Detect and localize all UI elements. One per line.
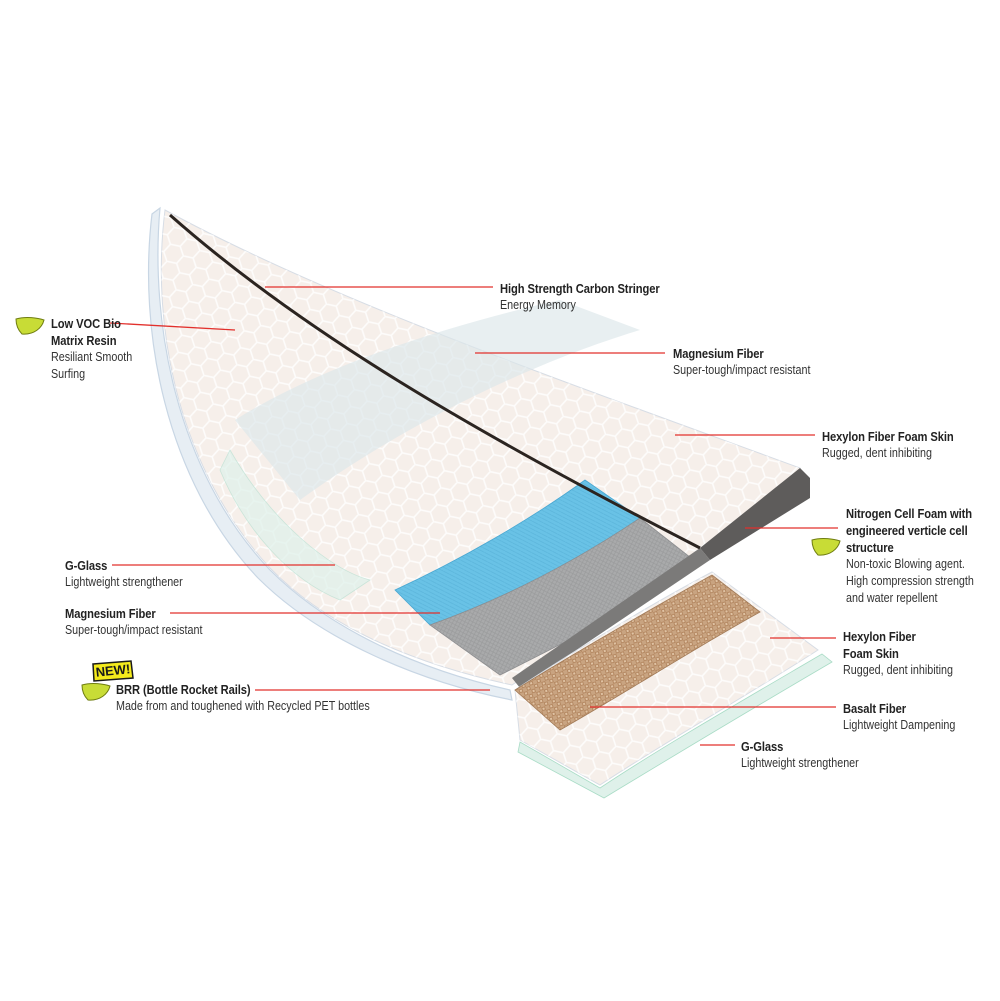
callout-desc: and water repellent	[846, 591, 938, 605]
callout-desc: High compression strength	[846, 574, 974, 588]
callout-title: Low VOC Bio	[51, 316, 121, 331]
basalt-fiber-layer	[514, 574, 761, 731]
callout-nitrogen-foam: Nitrogen Cell Foam with engineered verti…	[846, 505, 995, 607]
callout-title: Magnesium Fiber	[65, 606, 156, 621]
callout-title: G-Glass	[65, 558, 108, 573]
new-badge	[92, 660, 134, 682]
callout-magnesium-left: Magnesium Fiber Super-tough/impact resis…	[65, 605, 225, 639]
callout-title: High Strength Carbon Stringer	[500, 281, 660, 296]
callout-desc: Lightweight strengthener	[65, 575, 183, 589]
callout-title: Basalt Fiber	[843, 701, 906, 716]
callout-title: Matrix Resin	[51, 333, 117, 348]
callout-low-voc-resin: Low VOC Bio Matrix Resin Resiliant Smoot…	[51, 315, 146, 383]
callout-title: Magnesium Fiber	[673, 346, 764, 361]
callout-desc: Surfing	[51, 367, 86, 381]
callout-title: engineered verticle cell	[846, 523, 968, 538]
callout-brr-rails: BRR (Bottle Rocket Rails) Made from and …	[116, 681, 411, 715]
callout-magnesium-top: Magnesium Fiber Super-tough/impact resis…	[673, 345, 833, 379]
callout-g-glass-bottom: G-Glass Lightweight strengthener	[741, 738, 878, 772]
callout-desc: Rugged, dent inhibiting	[843, 663, 953, 677]
callout-desc: Energy Memory	[500, 298, 576, 312]
callout-hexylon-top: Hexylon Fiber Foam Skin Rugged, dent inh…	[822, 428, 975, 462]
callout-desc: Non-toxic Blowing agent.	[846, 557, 965, 571]
bottle-rocket-rail	[147, 206, 513, 701]
callout-g-glass-left: G-Glass Lightweight strengthener	[65, 557, 202, 591]
callout-title: Hexylon Fiber	[843, 629, 916, 644]
magnesium-fiber-band	[235, 300, 640, 500]
callout-hexylon-bottom: Hexylon Fiber Foam Skin Rugged, dent inh…	[843, 628, 971, 679]
callout-basalt-fiber: Basalt Fiber Lightweight Dampening	[843, 700, 974, 734]
callout-desc: Lightweight strengthener	[741, 756, 859, 770]
callout-title: BRR (Bottle Rocket Rails)	[116, 682, 251, 697]
eco-leaf-icon	[15, 316, 45, 335]
eco-leaf-icon	[811, 537, 841, 556]
callout-title: Hexylon Fiber Foam Skin	[822, 429, 954, 444]
g-glass-bottom-sheet	[517, 653, 833, 799]
callout-title: structure	[846, 540, 894, 555]
callout-title: G-Glass	[741, 739, 784, 754]
callout-desc: Made from and toughened with Recycled PE…	[116, 699, 370, 713]
callout-desc: Resiliant Smooth	[51, 350, 133, 364]
callout-desc: Super-tough/impact resistant	[65, 623, 203, 637]
eco-leaf-icon	[81, 682, 111, 701]
callout-desc: Lightweight Dampening	[843, 718, 956, 732]
callout-title: Nitrogen Cell Foam with	[846, 506, 972, 521]
leader-lines	[109, 286, 838, 746]
callout-desc: Super-tough/impact resistant	[673, 363, 811, 377]
callout-desc: Rugged, dent inhibiting	[822, 446, 932, 460]
callout-title: Foam Skin	[843, 646, 899, 661]
callout-carbon-stringer: High Strength Carbon Stringer Energy Mem…	[500, 280, 686, 314]
carbon-stringer-line	[169, 213, 701, 550]
